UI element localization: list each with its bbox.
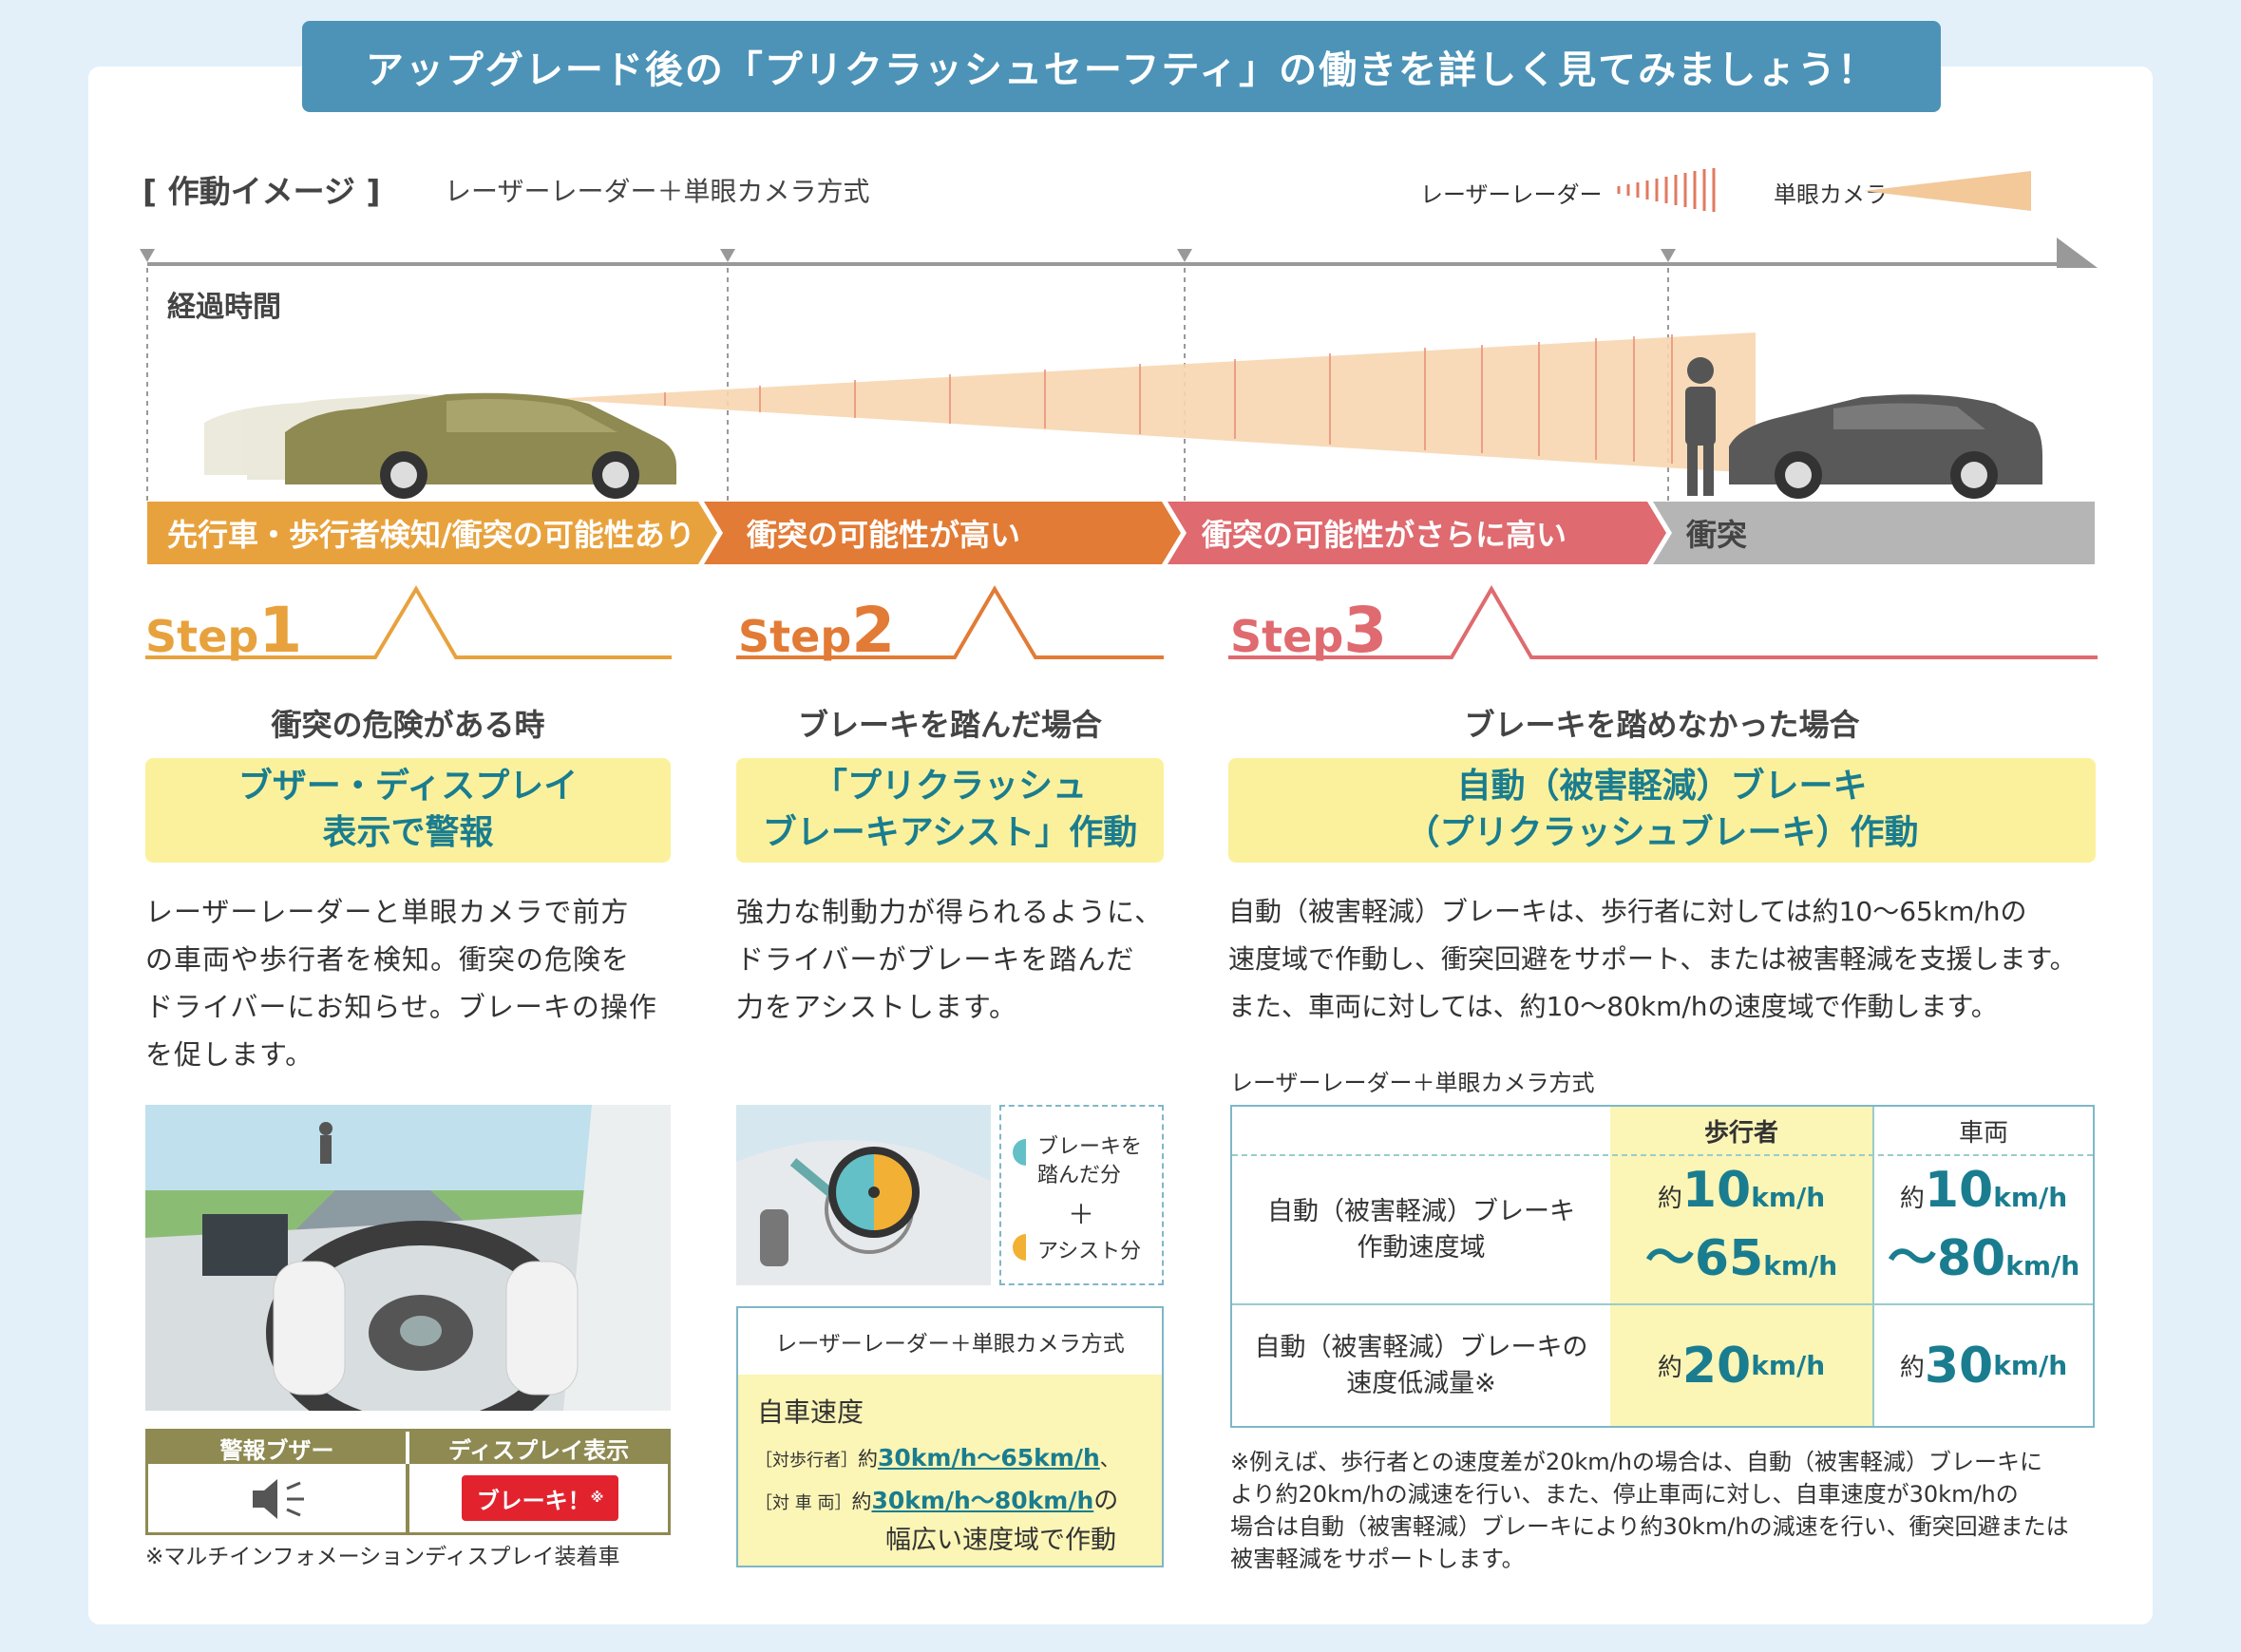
brake-force-icon: [828, 1147, 920, 1238]
step-dividers: [145, 585, 2098, 659]
phase-higher: 衝突の可能性がさらに高い: [1202, 517, 1567, 553]
phase-detect: 先行車・歩行者検知/衝突の可能性あり: [167, 517, 695, 553]
legend-radar-label: レーザーレーダー: [1420, 181, 1603, 208]
pressed-swatch: [1013, 1139, 1026, 1166]
brake-force-legend: ブレーキを踏んだ分 ＋ アシスト分: [999, 1105, 1164, 1285]
step1-description: レーザーレーダーと単眼カメラで前方の車両や歩行者を検知。衝突の危険を ドライバー…: [145, 896, 657, 1071]
system-label: レーザーレーダー＋単眼カメラ方式: [445, 176, 870, 207]
brake-warning-badge: ブレーキ！※: [462, 1475, 618, 1521]
step3-action: 自動（被害軽減）ブレーキ（プリクラッシュブレーキ）作動: [1228, 758, 2096, 863]
col-pedestrian: 歩行者: [1703, 1118, 1778, 1148]
step3-title: Step3: [1230, 594, 1388, 667]
step2-box-title: レーザーレーダー＋単眼カメラ方式: [775, 1332, 1125, 1357]
row1-vehicle: 約10km/h ～80km/h: [1887, 1161, 2080, 1287]
step2-description: 強力な制動力が得られるように、ドライバーがブレーキを踏んだ 力をアシストします。: [736, 896, 1164, 1023]
pedestrian-speed: ［対歩行者］約30km/h～65km/h、: [755, 1444, 1120, 1472]
assist-swatch: [1013, 1234, 1026, 1261]
vehicle-speed: ［対 車 両］約30km/h～80km/hの: [755, 1487, 1119, 1515]
camera-legend-icon: [1864, 171, 2031, 211]
assist-label: アシスト分: [1037, 1240, 1142, 1263]
display-header: ディスプレイ表示: [409, 1432, 668, 1464]
speed-table: 歩行者 車両 自動（被害軽減）ブレーキ作動速度域 約10km/h ～65km/h…: [1230, 1105, 2095, 1428]
elapsed-time-label: 経過時間: [167, 291, 281, 324]
legend-camera-label: 単眼カメラ: [1774, 181, 1888, 208]
table-footnote: ※例えば、歩行者との速度差が20km/hの場合は、自動（被害軽減）ブレーキに よ…: [1230, 1449, 2069, 1572]
step2-box-body: 自車速度 ［対歩行者］約30km/h～65km/h、 ［対 車 両］約30km/…: [738, 1375, 1162, 1566]
dashboard-illustration: [145, 1105, 671, 1411]
timeline-diagram: [140, 237, 2098, 564]
page-banner: アップグレード後の「プリクラッシュセーフティ」の働きを詳しく見てみましょう！: [302, 21, 1941, 112]
step1-action: ブザー・ディスプレイ表示で警報: [145, 758, 671, 863]
col-divider: [1872, 1107, 1874, 1426]
row-divider-1: [1232, 1154, 2093, 1156]
row2-label: 自動（被害軽減）ブレーキの速度低減量※: [1254, 1332, 1588, 1398]
plus-sign: ＋: [1068, 1199, 1095, 1230]
step3-description: 自動（被害軽減）ブレーキは、歩行者に対しては約10～65km/hの速度域で作動し…: [1228, 896, 2077, 1022]
buzzer-header: 警報ブザー: [148, 1432, 406, 1464]
step2-title: Step2: [738, 594, 896, 667]
pressed-label: ブレーキを踏んだ分: [1037, 1135, 1143, 1187]
step2-speed-box: レーザーレーダー＋単眼カメラ方式 自車速度 ［対歩行者］約30km/h～65km…: [736, 1306, 1164, 1567]
step1-title: Step1: [145, 594, 303, 667]
own-speed-label: 自車速度: [757, 1396, 864, 1428]
col-vehicle: 車両: [1958, 1118, 2008, 1148]
speaker-icon: [253, 1479, 304, 1519]
step1-condition: 衝突の危険がある時: [271, 707, 545, 743]
step3-condition: ブレーキを踏めなかった場合: [1464, 707, 1860, 743]
section-label: [ 作動イメージ ]: [142, 173, 381, 210]
radar-legend-icon: [1617, 168, 1716, 212]
row1-pedestrian: 約10km/h ～65km/h: [1644, 1161, 1838, 1287]
table-caption: レーザーレーダー＋単眼カメラ方式: [1230, 1070, 1595, 1096]
step1-note: ※マルチインフォメーションディスプレイ装着車: [145, 1545, 620, 1569]
step2-condition: ブレーキを踏んだ場合: [797, 707, 1102, 743]
phase-high: 衝突の可能性が高い: [747, 517, 1021, 553]
alert-panel: 警報ブザー ディスプレイ表示 ブレーキ！※: [145, 1429, 671, 1535]
row-divider-2: [1232, 1303, 2093, 1305]
step2-action: 「プリクラッシュブレーキアシスト」作動: [736, 758, 1164, 863]
phase-collision: 衝突: [1686, 517, 1748, 553]
row1-label: 自動（被害軽減）ブレーキ作動速度域: [1267, 1196, 1575, 1263]
pedestrian-column-bg: [1610, 1107, 1872, 1426]
wide-range-label: 幅広い速度域で作動: [885, 1526, 1116, 1555]
panel-divider: [406, 1464, 409, 1532]
